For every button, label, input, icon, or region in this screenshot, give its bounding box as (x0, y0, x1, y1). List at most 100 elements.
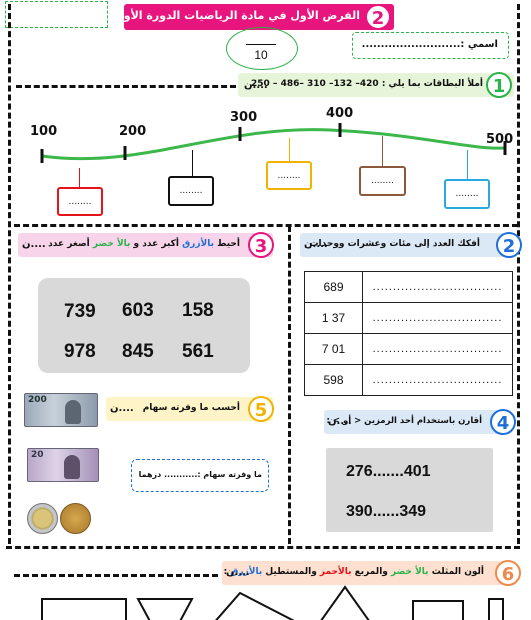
ex1-banner (238, 73, 514, 97)
ex2-instruction: أفكك العدد إلى مئات وعشرات ووحدات (309, 239, 481, 249)
answer-box-brown[interactable]: ........ (359, 166, 406, 196)
table-answer-cell[interactable]: ................................ (362, 333, 513, 365)
ex6-blue-word: بالأزرق (230, 567, 263, 577)
center-divider (288, 226, 291, 544)
ex6-green-word: بالأ خضر (391, 567, 429, 577)
banknote-200: 200 (24, 393, 98, 427)
grade-ellipse (226, 27, 298, 70)
ex3-number[interactable]: 845 (122, 341, 154, 362)
ex5-answer-field[interactable]: ما وفرته سهام :........... درهما (131, 459, 269, 492)
ex3-number-circle: 3 (248, 232, 274, 258)
ex4-banner (324, 410, 512, 434)
grade-line (246, 44, 276, 45)
divider-top (16, 85, 236, 88)
ex3-green-word: بالأ خضر (92, 239, 131, 249)
ex4-number-circle: 4 (490, 409, 516, 435)
ex3-instruction-part3: أكبر عدد و (130, 239, 183, 249)
banknote-20: 20 (27, 448, 99, 482)
box-stem-black (192, 150, 193, 177)
table-row: 689 ................................ (304, 271, 513, 303)
tick-label-300: 300 (230, 110, 258, 125)
shape-trapezoid (136, 598, 194, 620)
ex6-instruction-part1: ألون المثلث (428, 567, 484, 577)
table-row: 598 ................................ (304, 364, 513, 396)
banknote-portrait-icon (64, 455, 80, 479)
banknote-200-value: 200 (28, 395, 47, 405)
page-title: الفرض الأول في مادة الرياضيات الدورة الأ… (108, 9, 360, 22)
shape-parallelogram (215, 591, 295, 620)
grade-denominator: 10 (254, 48, 268, 62)
ex3-blue-word: بالأزرق (182, 239, 214, 249)
ex6-instruction-part5: والمستطيل (262, 567, 320, 577)
ex3-instruction: أحيط بالأزرق أكبر عدد و بالأ خضر أصغر عد… (48, 239, 240, 249)
decomposition-table: 689 ................................ 1 3… (304, 271, 513, 396)
table-row: 1 37 ................................ (304, 302, 513, 334)
answer-box-blue[interactable]: ........ (444, 179, 490, 209)
ex6-number-circle: 6 (495, 560, 521, 586)
ex3-instruction-part1: أحيط (213, 239, 240, 249)
right-border (517, 4, 520, 544)
divider-bottom (6, 546, 520, 549)
ex5-number-circle: 5 (248, 396, 274, 422)
box-stem-red (79, 168, 80, 187)
table-row: 7 01 ................................ (304, 333, 513, 365)
ex1-instruction: أملأ البطاقات بما يلي : 420– 132– 310 –4… (251, 79, 483, 89)
number-line-curve (41, 128, 506, 161)
ex3-number[interactable]: 603 (122, 300, 154, 321)
ex3-score: ....ن (22, 239, 46, 250)
shape-rectangle (41, 598, 127, 620)
ex6-red-word: بالأحمر (319, 567, 352, 577)
ex3-banner (18, 233, 273, 257)
tick-label-500: 500 (486, 132, 514, 147)
table-answer-cell[interactable]: ................................ (362, 302, 513, 334)
ex3-number[interactable]: 158 (182, 300, 214, 321)
ex6-instruction-part7: : (223, 567, 231, 577)
tick-label-400: 400 (326, 106, 354, 121)
box-stem-brown (382, 136, 383, 167)
ex1-score: ....ن (244, 80, 268, 91)
ex6-banner (222, 561, 516, 585)
table-answer-cell[interactable]: ................................ (362, 364, 513, 396)
divider-middle (14, 224, 518, 227)
ex3-number[interactable]: 978 (64, 341, 96, 362)
ex3-number[interactable]: 561 (182, 341, 214, 362)
ex2-score: ....ن (304, 239, 328, 250)
banknote-20-value: 20 (31, 450, 44, 460)
ex5-instruction: أحسب ما وفرته سهام (142, 403, 240, 413)
answer-box-yellow[interactable]: ........ (266, 161, 312, 190)
ex6-score: ....ن (226, 567, 250, 578)
ex4-comparison[interactable]: 276.......401 (346, 463, 431, 480)
coin-icon (60, 503, 91, 534)
shape-triangle (320, 585, 370, 620)
ex5-score: ....ن (110, 403, 134, 414)
ex3-instruction-part5: أصغر عدد (48, 239, 93, 249)
title-number-circle: 2 (365, 4, 391, 30)
box-stem-yellow (289, 138, 290, 162)
ex5-banner (106, 397, 273, 421)
name-field[interactable]: اسمي :.......................... (352, 32, 509, 59)
ex2-number-circle: 2 (496, 232, 522, 258)
table-number-cell: 598 (304, 364, 363, 396)
tick-label-200: 200 (119, 124, 147, 139)
ex6-shapes (41, 585, 504, 620)
ex6-instruction-part3: والمربع (351, 567, 392, 577)
answer-box-black[interactable]: ........ (168, 176, 214, 206)
shape-square (412, 600, 464, 620)
stamp-box (5, 1, 108, 28)
ex4-instruction: أقارن باستخدام أحد الرمزين < أو > : (326, 416, 483, 426)
banknote-portrait-icon (65, 400, 81, 424)
table-answer-cell[interactable]: ................................ (362, 271, 513, 303)
ex4-comparison[interactable]: 390......349 (346, 503, 427, 520)
box-stem-blue (467, 150, 468, 180)
ex3-numbers-box (38, 278, 250, 373)
tick-label-100: 100 (30, 124, 58, 139)
ex1-number-circle: 1 (486, 72, 512, 98)
ex6-instruction: ألون المثلث بالأ خضر والمربع بالأحمر وال… (224, 567, 484, 577)
table-number-cell: 1 37 (304, 302, 363, 334)
table-number-cell: 689 (304, 271, 363, 303)
coin-icon (27, 503, 58, 534)
ex3-number[interactable]: 739 (64, 301, 96, 322)
answer-box-red[interactable]: ........ (57, 187, 103, 216)
left-border (8, 4, 11, 544)
divider-bottom-2 (14, 574, 218, 577)
